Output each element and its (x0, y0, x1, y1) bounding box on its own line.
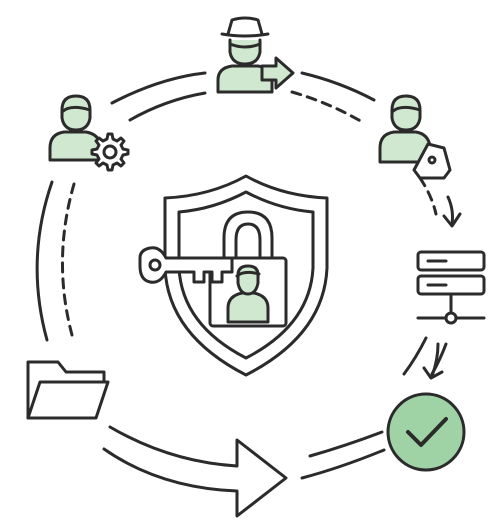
shield-icon (163, 174, 329, 377)
arc-top-right-outer (300, 71, 376, 102)
arc-right-lower (402, 336, 428, 376)
settings-user-icon (48, 94, 102, 162)
tag-icon (412, 142, 452, 180)
arc-bottom-outer (308, 430, 384, 458)
padlock-icon (208, 210, 288, 328)
key-icon (138, 246, 234, 284)
arc-top-left-inner (128, 91, 207, 122)
arc-left-inner-dashed (60, 182, 76, 337)
arc-top-left-outer (110, 71, 207, 105)
arrow-right-upper (442, 195, 462, 228)
check-circle-icon (386, 392, 466, 472)
folder-icon (26, 360, 110, 420)
tagged-user-icon (378, 94, 432, 164)
big-flow-arrow (102, 425, 288, 518)
arc-right-dashed (418, 176, 438, 216)
cycle-arcs (35, 71, 448, 480)
gear-icon (90, 132, 130, 172)
transfer-arrow-icon (260, 56, 295, 90)
arrow-right-lower (422, 342, 444, 380)
server-icon (416, 250, 486, 325)
arc-bottom-inner (300, 448, 386, 480)
lock-user-icon (226, 264, 270, 324)
arc-top-right-inner-dashed (290, 90, 366, 125)
arc-left-outer (35, 180, 54, 342)
